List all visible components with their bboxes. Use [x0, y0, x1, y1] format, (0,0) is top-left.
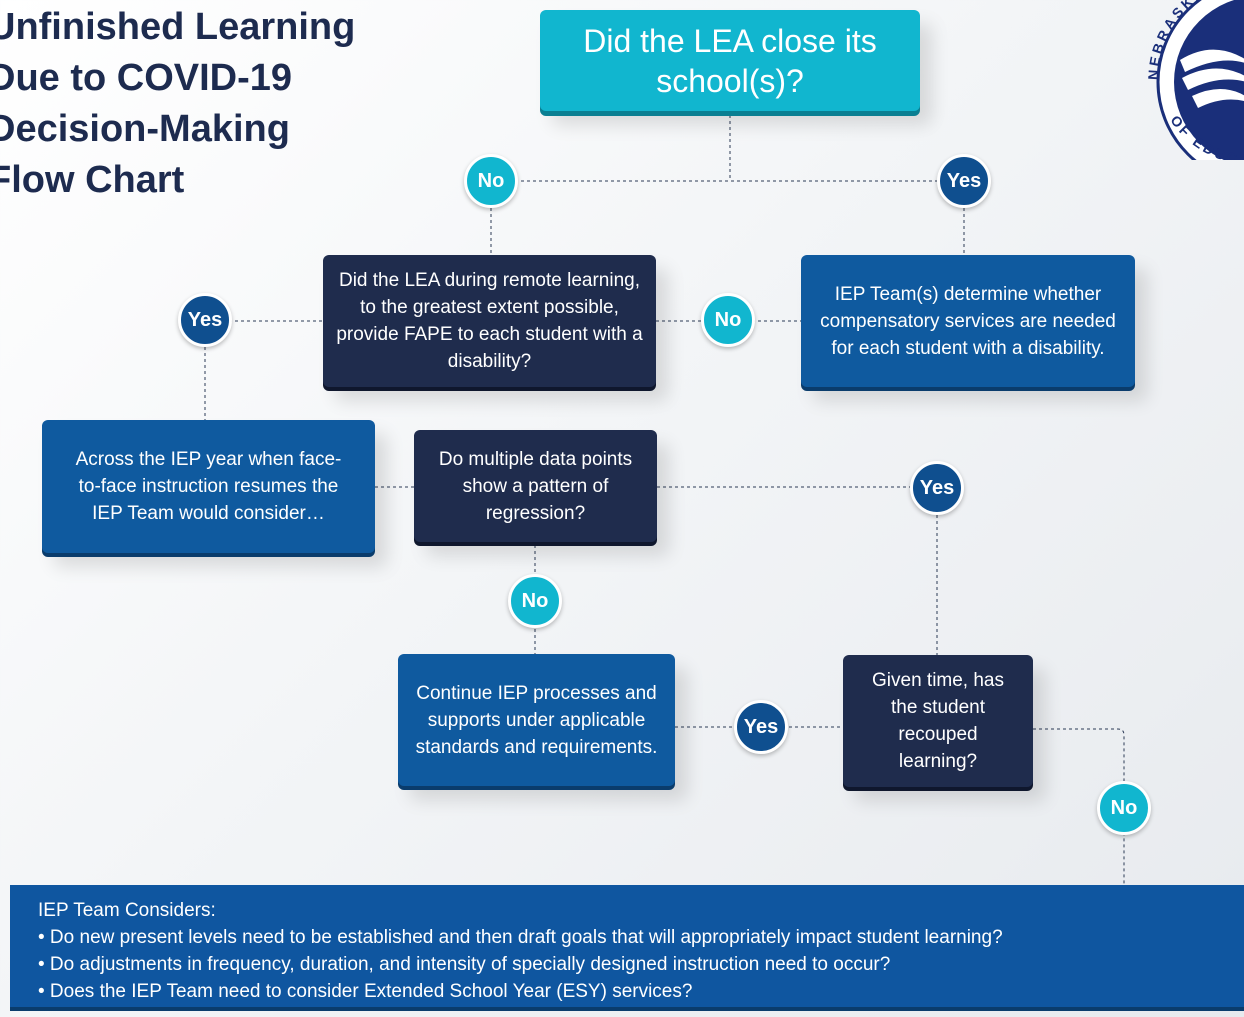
node-remote-learning-fape: Did the LEA during remote learning, to t… [323, 255, 656, 387]
nebraska-department-of-education-seal: NEBRASKA D OF EDUC [1145, 0, 1244, 160]
considers-item: • Do new present levels need to be estab… [38, 927, 1003, 948]
badge-no-regression: No [508, 574, 562, 628]
node-did-lea-close-schools: Did the LEA close its school(s)? [540, 10, 920, 111]
node-across-iep-year: Across the IEP year when face-to-face in… [42, 420, 375, 553]
page-title: Unfinished Learning Due to COVID-19 Deci… [0, 6, 356, 201]
badge-no-recouped: No [1097, 781, 1151, 835]
badge-no-schools-closed: No [464, 154, 518, 208]
considers-item: • Do adjustments in frequency, duration,… [38, 954, 891, 975]
node-compensatory-services: IEP Team(s) determine whether compensato… [801, 255, 1135, 387]
node-recouped-learning: Given time, has the student recouped lea… [843, 655, 1033, 787]
badge-no-fape-provided: No [701, 293, 755, 347]
badge-yes-fape-provided: Yes [178, 293, 232, 347]
node-regression-pattern: Do multiple data points show a pattern o… [414, 430, 657, 542]
considers-heading: IEP Team Considers: [38, 900, 216, 921]
badge-yes-regression: Yes [910, 461, 964, 515]
badge-yes-recouped: Yes [734, 700, 788, 754]
node-continue-iep-processes: Continue IEP processes and supports unde… [398, 654, 675, 786]
iep-team-considers-panel: IEP Team Considers: • Do new present lev… [10, 885, 1244, 1011]
badge-yes-schools-closed: Yes [937, 154, 991, 208]
considers-item: • Does the IEP Team need to consider Ext… [38, 981, 693, 1002]
